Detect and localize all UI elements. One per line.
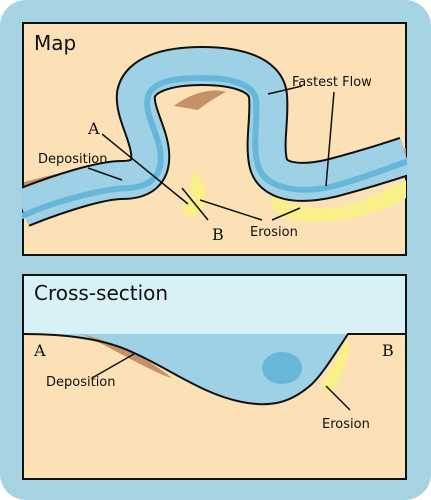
cross-section-deposition [82, 334, 172, 378]
cross-point-b-label: B [382, 341, 394, 360]
leader-line-erosion-1 [199, 199, 263, 221]
map-point-b-label: B [212, 225, 224, 244]
map-svg: Map A B Deposition Erosion Fastest Flow [22, 22, 407, 256]
leader-line-erosion-2 [271, 207, 301, 221]
leader-line-fastest-flow [267, 85, 303, 95]
cross-section-svg: Cross-section A B Deposition Erosion [22, 274, 407, 480]
cross-erosion-label: Erosion [322, 417, 370, 432]
cross-section-water [24, 334, 348, 405]
cross-leader-erosion [325, 385, 351, 411]
map-point-a-label: A [87, 119, 100, 138]
cross-section-panel: Cross-section A B Deposition Erosion [22, 274, 407, 480]
map-erosion-label: Erosion [250, 225, 298, 240]
cross-section-profile [23, 333, 405, 406]
deposition-zone-inner [174, 90, 226, 110]
cross-section-fastest-flow [262, 352, 302, 384]
map-panel: Map A B Deposition Erosion Fastest Flow [22, 22, 407, 256]
cross-point-a-label: A [33, 341, 46, 360]
leader-line-deposition [87, 167, 123, 181]
erosion-zone-right [271, 180, 406, 222]
leader-line-a [101, 133, 189, 205]
leader-line-fastest-flow-2 [325, 91, 335, 187]
map-fastest-flow-label: Fastest Flow [292, 75, 372, 90]
cross-section-header [24, 276, 405, 334]
map-title: Map [34, 31, 76, 55]
map-deposition-label: Deposition [38, 152, 108, 167]
cross-section-erosion [322, 338, 349, 398]
cross-section-title: Cross-section [34, 281, 168, 305]
leader-line-b [181, 187, 209, 221]
cross-deposition-label: Deposition [46, 375, 116, 390]
cross-leader-deposition [91, 353, 135, 379]
river-channel [22, 48, 407, 225]
fastest-flow-line [22, 75, 407, 219]
erosion-zone-b [182, 172, 206, 217]
